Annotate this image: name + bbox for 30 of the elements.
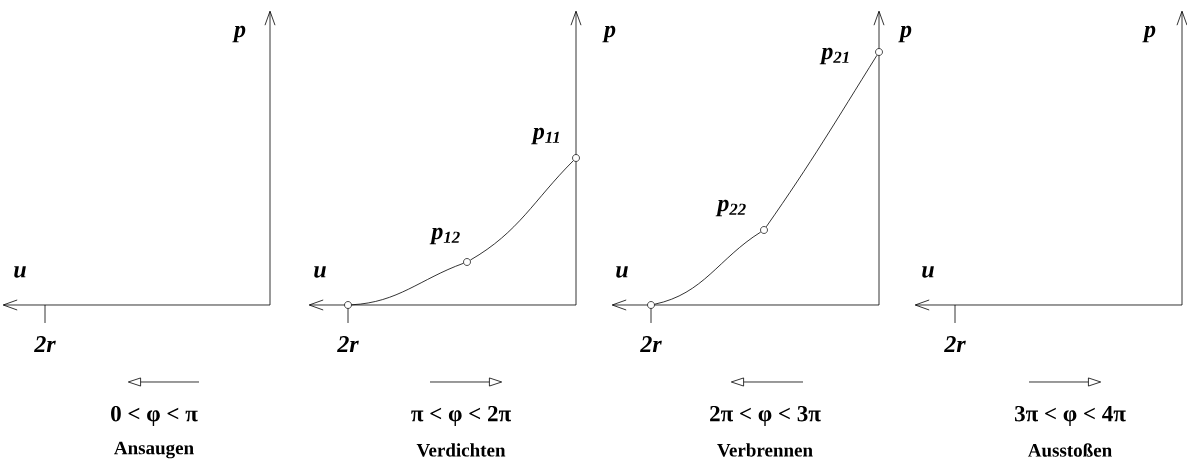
- axis-label: u: [616, 266, 628, 278]
- axis-label: u: [922, 266, 934, 278]
- stroke-name: Ansaugen: [114, 441, 194, 459]
- tick-label: 2r: [944, 336, 966, 352]
- angle-range: 2π < φ < 3π: [710, 405, 821, 427]
- tick-label: 2r: [34, 336, 56, 352]
- point-label: p$_{22}$: [715, 199, 746, 217]
- point-label: p$_{11}$: [531, 127, 559, 145]
- curve: [765, 54, 878, 228]
- axis-label: p: [1142, 25, 1156, 43]
- curve: [351, 262, 464, 306]
- angle-range: π < φ < 2π: [411, 405, 511, 427]
- axis-label: u: [314, 266, 326, 278]
- curve: [654, 231, 762, 305]
- point-label: p$_{12}$: [429, 227, 460, 245]
- stroke-name: Verdichten: [416, 443, 506, 457]
- stroke-name: Verbrennen: [717, 443, 813, 457]
- curve-point: [647, 301, 655, 309]
- axis-label: p: [602, 25, 616, 43]
- stroke-name: Ausstoßen: [1027, 443, 1112, 457]
- axis-label: p: [232, 25, 246, 43]
- curve-point: [344, 301, 352, 309]
- curve: [469, 160, 574, 261]
- axis-label: p: [898, 25, 912, 43]
- tick-label: 2r: [640, 336, 662, 352]
- angle-range: 3π < φ < 4π: [1015, 405, 1126, 427]
- axis-label: u: [14, 266, 26, 278]
- angle-range: 0 < φ < π: [111, 405, 198, 427]
- tick-label: 2r: [337, 336, 359, 352]
- point-label: p$_{21}$: [819, 47, 849, 65]
